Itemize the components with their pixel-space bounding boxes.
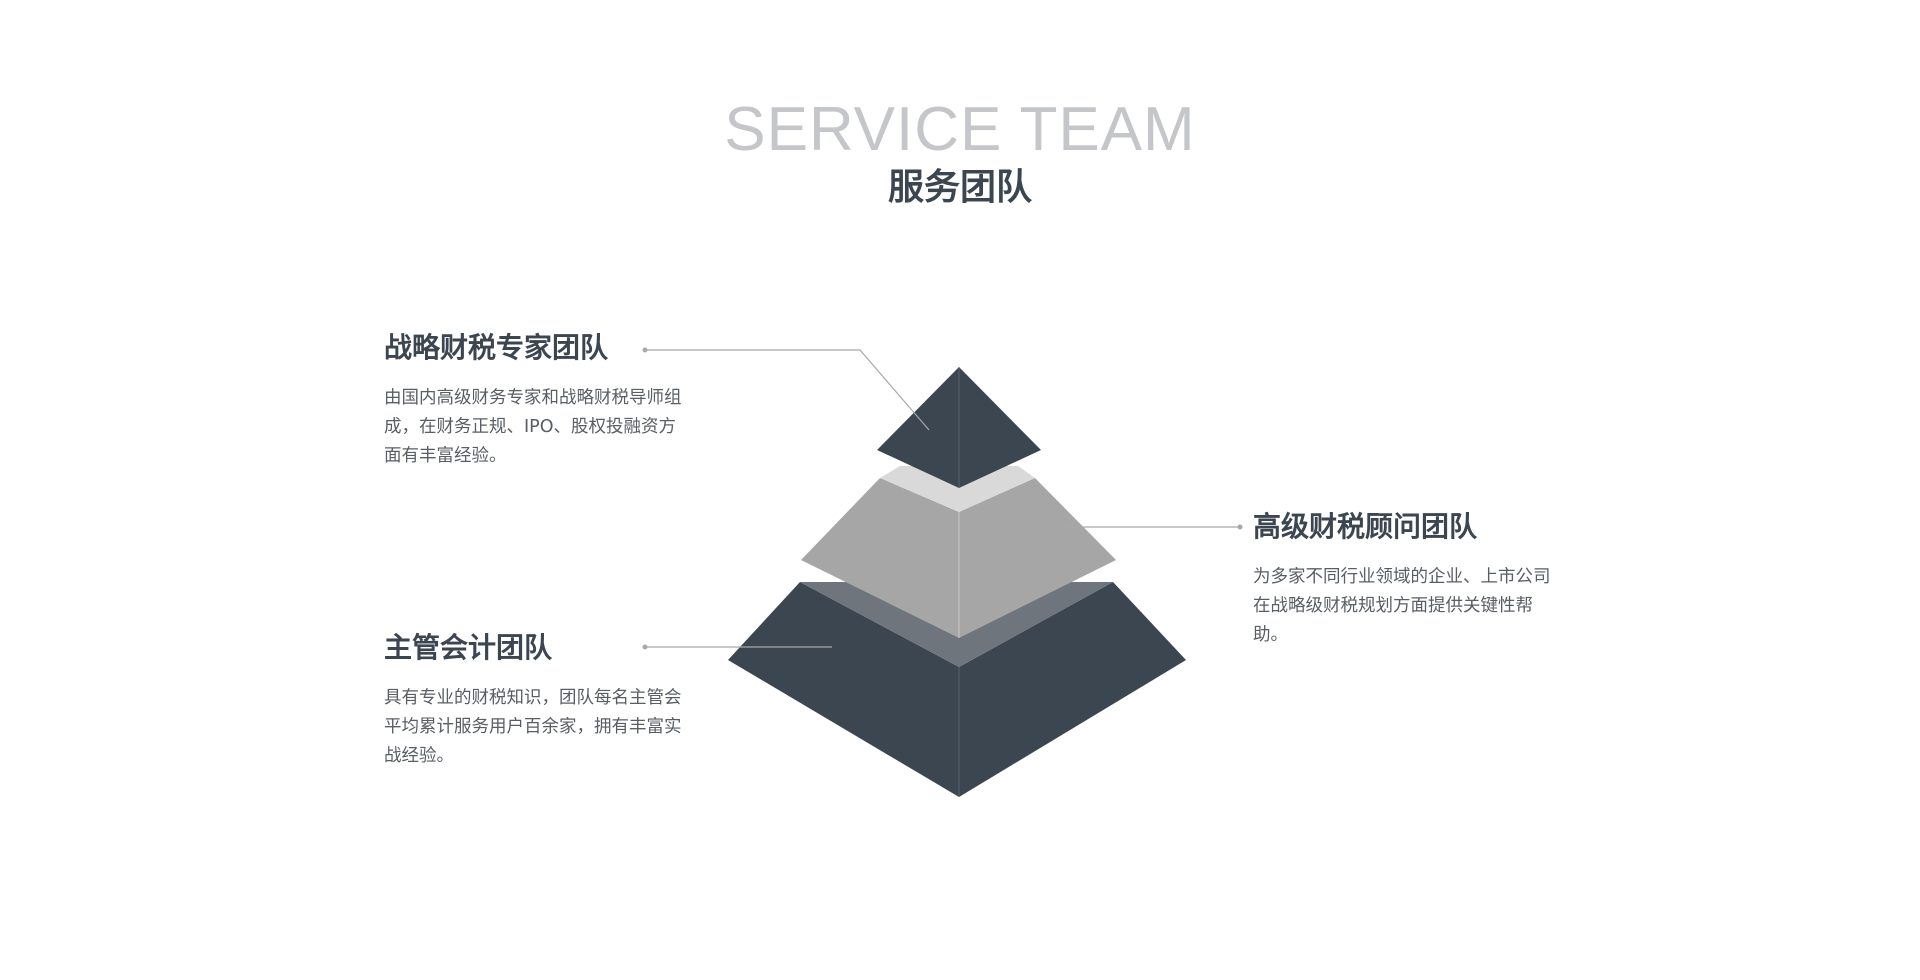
tier-top-description: 由国内高级财务专家和战略财税导师组成，在财务正规、IPO、股权投融资方面有丰富经… bbox=[384, 388, 682, 466]
tier-top-right-face bbox=[959, 367, 1041, 488]
tier-middle-right-face bbox=[959, 478, 1116, 638]
leader-line-right bbox=[1062, 524, 1243, 530]
tier-bottom-left-face bbox=[728, 582, 959, 797]
tier-middle-description: 为多家不同行业领域的企业、上市公司在战略级财税规划方面提供关键性帮助。 bbox=[1253, 567, 1551, 645]
pyramid-tier-top bbox=[877, 367, 1041, 488]
leader-line-top bbox=[642, 347, 930, 431]
leader-path bbox=[645, 349, 930, 431]
tier-top-left-face bbox=[877, 367, 959, 488]
tier-top-title: 战略财税专家团队 bbox=[384, 331, 609, 364]
tier-bottom-description: 具有专业的财税知识，团队每名主管会平均累计服务用户百余家，拥有丰富实战经验。 bbox=[384, 688, 682, 766]
tier-middle-title: 高级财税顾问团队 bbox=[1253, 510, 1478, 543]
leader-line-bottom bbox=[642, 644, 832, 650]
page-title: 服务团队 bbox=[887, 167, 1032, 208]
pyramid-tier-middle bbox=[801, 466, 1116, 638]
tier-bottom-text-block: 主管会计团队 具有专业的财税知识，团队每名主管会平均累计服务用户百余家，拥有丰富… bbox=[384, 630, 684, 771]
tier-top-text-block: 战略财税专家团队 由国内高级财务专家和战略财税导师组成，在财务正规、IPO、股权… bbox=[384, 330, 684, 471]
tier-middle-top-band bbox=[880, 466, 1035, 512]
tier-middle-text-block: 高级财税顾问团队 为多家不同行业领域的企业、上市公司在战略级财税规划方面提供关键… bbox=[1253, 509, 1553, 650]
tier-bottom-right-face bbox=[959, 582, 1186, 797]
tier-bottom-title: 主管会计团队 bbox=[384, 631, 553, 664]
page-title-english: SERVICE TEAM bbox=[724, 95, 1196, 164]
tier-middle-left-face bbox=[801, 478, 959, 638]
